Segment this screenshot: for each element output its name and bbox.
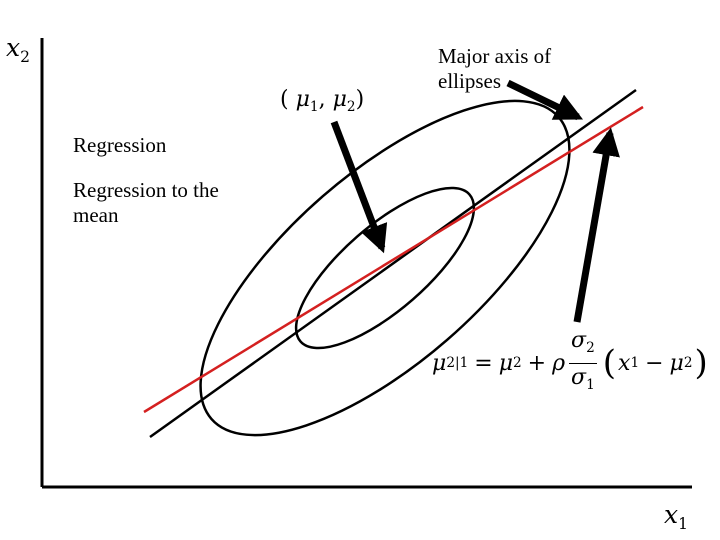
regression-to-mean-annotation: Regression to the mean bbox=[73, 178, 219, 227]
formula-equals: = bbox=[474, 350, 493, 376]
major-axis-annotation: Major axis of ellipses bbox=[438, 44, 552, 93]
formula-plus: + bbox=[527, 350, 547, 376]
mean-mu2-subscript: 2 bbox=[346, 99, 356, 116]
formula-close-paren: ) bbox=[694, 343, 708, 383]
x-axis-label: x1 bbox=[664, 500, 688, 536]
mean-point-label: ( μ1, μ2) bbox=[280, 88, 364, 119]
formula-numerator: σ2 bbox=[569, 328, 597, 364]
mean-open-paren: ( bbox=[280, 87, 289, 112]
regression-annotation: Regression bbox=[73, 133, 167, 157]
formula-x: x bbox=[618, 350, 631, 376]
mean-close-paren: ) bbox=[355, 87, 365, 112]
arrow-to-regression-line bbox=[573, 127, 620, 323]
y-axis-symbol: x bbox=[6, 33, 21, 62]
formula-term1: μ bbox=[498, 350, 513, 376]
inner-ellipse bbox=[294, 186, 476, 350]
mean-mu2: μ bbox=[332, 87, 347, 112]
major-axis-line bbox=[149, 88, 637, 439]
arrow-to-mean bbox=[330, 120, 388, 254]
mean-mu1: μ bbox=[295, 87, 310, 112]
formula-lhs-subscript: 2|1 bbox=[446, 355, 469, 371]
x-axis-subscript: 1 bbox=[678, 514, 688, 533]
formula-mu: μ bbox=[669, 350, 684, 376]
formula-numerator-sigma: σ bbox=[571, 328, 587, 354]
formula-x-subscript: 1 bbox=[630, 355, 640, 371]
formula-mu-subscript: 2 bbox=[683, 355, 693, 371]
mean-separator: , bbox=[318, 87, 326, 112]
formula-denominator: σ1 bbox=[571, 364, 595, 398]
formula-denominator-subscript: 1 bbox=[586, 376, 595, 393]
y-axis-label: x2 bbox=[6, 33, 30, 69]
formula-minus: − bbox=[645, 350, 664, 376]
formula-lhs: μ bbox=[432, 350, 447, 376]
y-axis-subscript: 2 bbox=[20, 47, 30, 66]
formula-denominator-sigma: σ bbox=[571, 364, 587, 390]
formula-rho: ρ bbox=[552, 350, 566, 376]
mean-mu1-subscript: 1 bbox=[309, 99, 319, 116]
x-axis-symbol: x bbox=[664, 500, 679, 529]
arrow-to-major-axis bbox=[506, 79, 584, 121]
formula-open-paren: ( bbox=[602, 343, 617, 383]
formula-numerator-subscript: 2 bbox=[586, 340, 595, 357]
regression-line bbox=[143, 105, 644, 414]
formula-fraction: σ2 σ1 bbox=[569, 328, 597, 397]
formula-term1-subscript: 2 bbox=[513, 355, 522, 371]
